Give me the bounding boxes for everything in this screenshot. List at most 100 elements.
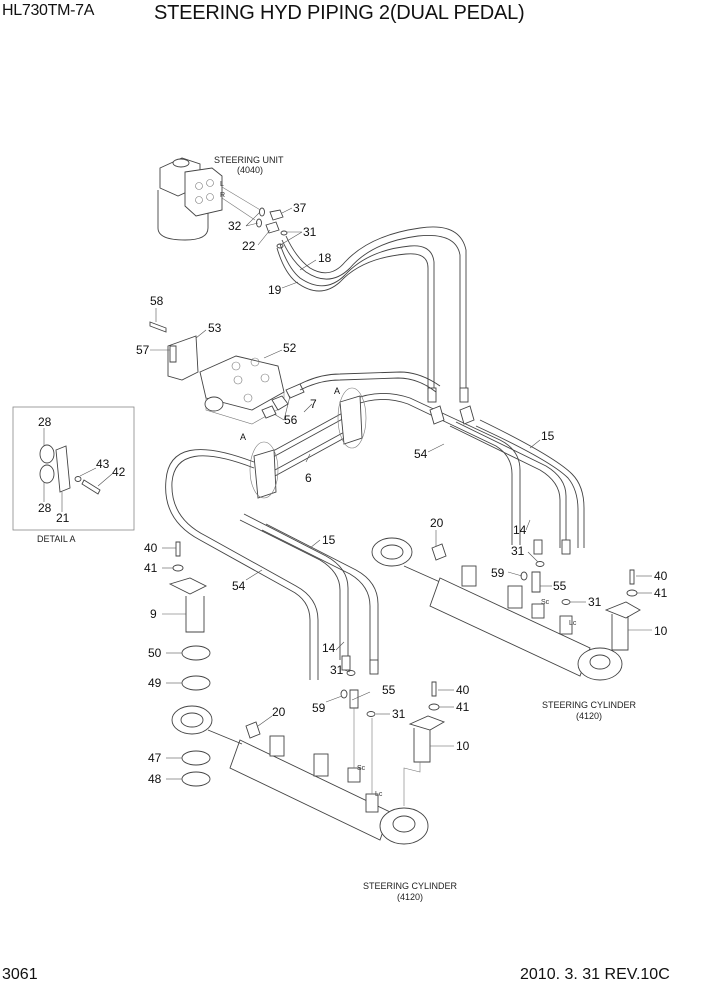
o-ring-48: [181, 771, 211, 787]
o-ring-47: [181, 750, 211, 766]
tubes-6-7: [263, 371, 521, 545]
connector-37: [269, 209, 284, 221]
callout-42: 42: [112, 465, 126, 479]
callout-31: 31: [303, 225, 317, 239]
callout-20: 20: [430, 516, 444, 530]
cylinder-right-code: (4120): [576, 711, 602, 721]
bolt-40c: [431, 681, 437, 697]
connector-20b: [245, 721, 261, 739]
callout-28: 28: [38, 501, 52, 515]
callout-59: 59: [491, 566, 505, 580]
callout-57: 57: [136, 343, 150, 357]
hose-end-19: [427, 387, 437, 403]
callout-54: 54: [232, 579, 246, 593]
washer-41c: [428, 703, 440, 711]
tee-54a: [429, 405, 445, 425]
callout-52: 52: [283, 341, 297, 355]
callout-41: 41: [654, 586, 668, 600]
revision-date: 2010. 3. 31 REV.10C: [520, 966, 670, 983]
port-l-label: L: [220, 181, 224, 188]
section-mark-a2: A: [240, 432, 246, 442]
section-mark-a1: A: [334, 386, 340, 396]
callout-40: 40: [144, 541, 158, 555]
callout-37: 37: [293, 201, 307, 215]
o-ring-31a: [280, 230, 288, 236]
o-ring-50: [181, 645, 211, 661]
pin-10b: [408, 715, 446, 763]
detail-a-box: [12, 406, 135, 531]
callout-19: 19: [268, 283, 282, 297]
callout-7: 7: [310, 397, 317, 411]
clamp-21a: [339, 395, 363, 445]
steering-unit-label: STEERING UNIT: [214, 155, 284, 165]
port-r-label: R: [220, 192, 225, 199]
callout-9: 9: [150, 607, 157, 621]
o-ring-49: [181, 675, 211, 691]
cylinder-left-label: STEERING CYLINDER: [363, 881, 458, 891]
callout-40: 40: [456, 683, 470, 697]
hose-end-18: [459, 387, 469, 403]
cylinder-right-label: STEERING CYLINDER: [542, 700, 637, 710]
port-lc-left: Lc: [375, 791, 383, 798]
callout-31: 31: [511, 544, 525, 558]
detail-a-label: DETAIL A: [37, 534, 76, 544]
hoses-18-19: [276, 226, 467, 400]
callout-15: 15: [541, 429, 555, 443]
o-ring-32a: [259, 207, 265, 217]
connector-20a: [431, 543, 447, 561]
callout-18: 18: [318, 251, 332, 265]
callout-48: 48: [148, 772, 162, 786]
connector-22: [265, 221, 280, 234]
hoses-15-right: [449, 419, 585, 548]
page-number: 3061: [2, 966, 38, 983]
callout-21: 21: [56, 511, 70, 525]
callout-31: 31: [330, 663, 344, 677]
callout-41: 41: [144, 561, 158, 575]
callout-53: 53: [208, 321, 222, 335]
callout-43: 43: [96, 457, 110, 471]
connector-55a: [531, 571, 541, 593]
callout-20: 20: [272, 705, 286, 719]
steering-cylinder-left: [171, 705, 429, 845]
bolt-40a: [629, 569, 635, 585]
cylinder-left-code: (4120): [397, 892, 423, 902]
clamp-21b: [253, 449, 277, 499]
o-ring-31d: [561, 599, 571, 605]
hose-end-15b: [369, 659, 379, 675]
callout-50: 50: [148, 646, 162, 660]
callout-58: 58: [150, 294, 164, 308]
port-sc-right: Sc: [541, 599, 550, 606]
o-ring-31c: [535, 561, 545, 567]
bolt-57: [169, 345, 177, 363]
connector-56a: [271, 395, 289, 411]
callout-49: 49: [148, 676, 162, 690]
port-lc-right: Lc: [569, 620, 577, 627]
hose-end-14a: [533, 539, 543, 555]
callout-14: 14: [513, 523, 527, 537]
callout-55: 55: [553, 579, 567, 593]
leader-line: [403, 762, 421, 806]
callout-15: 15: [322, 533, 336, 547]
callout-6: 6: [305, 471, 312, 485]
callout-59: 59: [312, 701, 326, 715]
washer-41a: [626, 589, 638, 597]
pin-10a: [604, 601, 641, 651]
callout-41: 41: [456, 700, 470, 714]
model-number: HL730TM-7A: [2, 2, 95, 19]
steering-cylinder-right: [371, 537, 623, 681]
steering-unit: [157, 157, 263, 241]
port-sc-left: Sc: [357, 765, 366, 772]
o-ring-31e: [366, 711, 376, 717]
washer-41b: [172, 564, 184, 572]
callout-32: 32: [228, 219, 242, 233]
hose-end-15a: [561, 539, 571, 555]
steering-unit-code: (4040): [237, 165, 263, 175]
callout-22: 22: [242, 239, 256, 253]
callout-40: 40: [654, 569, 668, 583]
callout-14: 14: [322, 641, 336, 655]
o-ring-32b: [256, 218, 262, 228]
elbow-56: [285, 383, 305, 399]
page-title: STEERING HYD PIPING 2(DUAL PEDAL): [154, 2, 525, 24]
callout-54: 54: [414, 447, 428, 461]
